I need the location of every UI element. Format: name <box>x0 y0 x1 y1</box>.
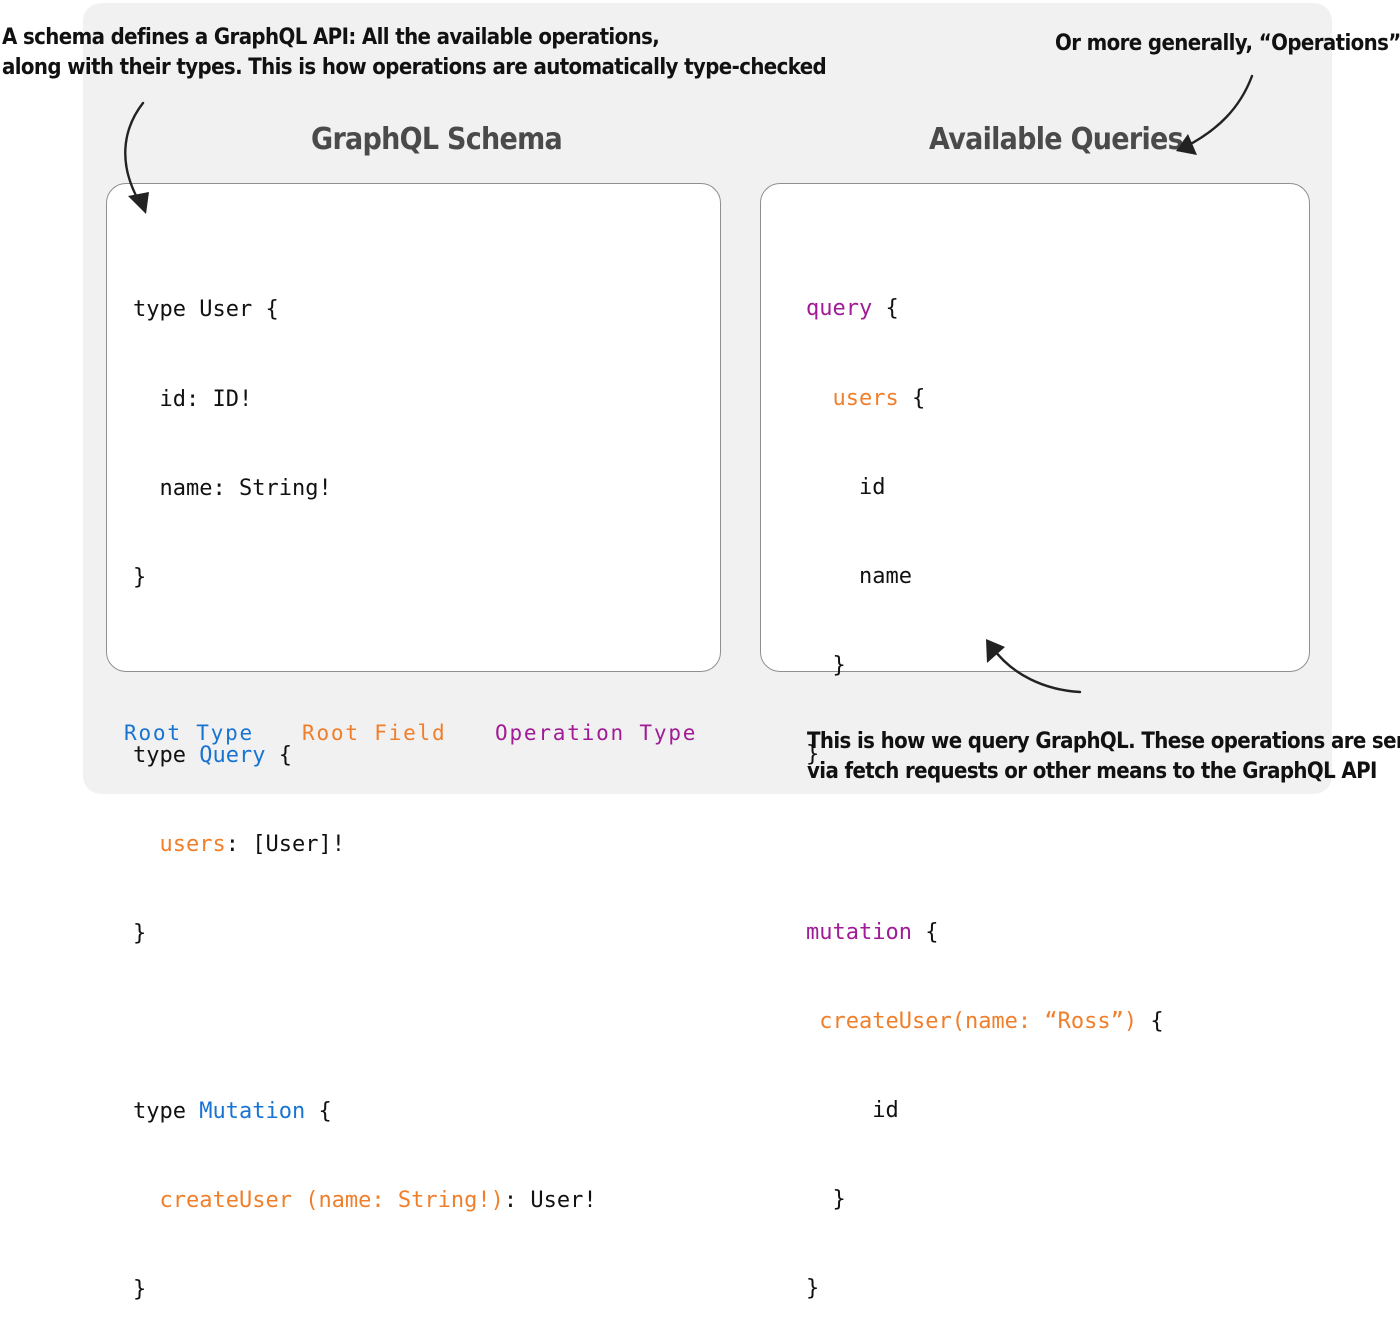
query-arrow-line <box>990 645 1082 694</box>
selected-field-id: id <box>858 474 886 500</box>
code-line: } <box>806 1185 1164 1215</box>
brace: { <box>885 296 899 322</box>
code-line: id: ID! <box>133 385 597 415</box>
field-type: : User! <box>503 1188 597 1214</box>
brace: { <box>1150 1009 1164 1035</box>
arrow-head-icon <box>986 639 1005 663</box>
schema-code-box <box>106 183 721 672</box>
code-line: query { <box>806 294 1164 324</box>
schema-annotation-line-1: A schema defines a GraphQL API: All the … <box>2 24 660 50</box>
operation-type-mutation: mutation <box>806 920 912 946</box>
code-line: createUser(name: “Ross”) { <box>806 1007 1164 1037</box>
brace: { <box>925 920 939 946</box>
code-line <box>133 1008 597 1038</box>
schema-heading: GraphQL Schema <box>311 122 563 157</box>
code-line: type User { <box>133 295 597 325</box>
root-type-mutation: Mutation <box>199 1099 306 1125</box>
arrow-head-icon <box>1176 134 1197 155</box>
brace: } <box>832 1187 846 1213</box>
code-line: } <box>806 651 1164 681</box>
brace: } <box>133 564 147 590</box>
type-keyword: type <box>133 1099 186 1125</box>
queries-heading: Available Queries <box>929 122 1184 157</box>
root-field-users: users <box>832 385 899 411</box>
brace: { <box>265 297 279 323</box>
selected-field-name: name <box>858 563 912 589</box>
code-line: } <box>133 919 597 949</box>
brace: } <box>806 1276 820 1302</box>
brace: { <box>911 385 926 411</box>
code-line: users { <box>806 384 1164 414</box>
operations-arrow-line <box>1183 74 1254 149</box>
root-field-create-user: createUser(name: “Ross”) <box>819 1009 1138 1035</box>
type-name: User <box>199 297 253 323</box>
arrow-head-icon <box>128 192 149 214</box>
code-line: mutation { <box>806 918 1164 948</box>
code-line: type Mutation { <box>133 1097 597 1127</box>
code-line: users: [User]! <box>133 830 597 860</box>
brace: } <box>133 1277 147 1303</box>
code-line: name: String! <box>133 474 597 504</box>
root-field-create-user: createUser (name: String!) <box>159 1188 504 1214</box>
field-name: name: String! <box>159 475 332 501</box>
code-line: type Query { <box>133 741 597 771</box>
root-type-query: Query <box>199 742 266 768</box>
brace: { <box>278 742 292 768</box>
code-line: } <box>806 740 1164 770</box>
legend-operation-type: Operation Type <box>495 721 698 745</box>
brace: } <box>133 921 147 947</box>
code-line: id <box>806 1096 1164 1126</box>
code-line: } <box>806 1274 1164 1304</box>
field-id: id: ID! <box>159 386 253 412</box>
type-keyword: type <box>133 742 186 768</box>
query-annotation-line-1: This is how we query GraphQL. These oper… <box>807 728 1400 754</box>
brace: } <box>832 652 846 678</box>
type-keyword: type <box>133 297 186 323</box>
query-annotation-line-2: via fetch requests or other means to the… <box>807 758 1377 784</box>
code-line: name <box>806 562 1164 592</box>
root-field-users: users <box>159 831 226 857</box>
legend-root-type: Root Type <box>124 721 254 745</box>
brace: } <box>806 741 820 767</box>
code-line: } <box>133 1275 597 1305</box>
schema-arrow-line <box>124 101 145 205</box>
code-line: id <box>806 473 1164 503</box>
brace: { <box>318 1099 332 1125</box>
schema-annotation-line-2: along with their types. This is how oper… <box>2 54 827 80</box>
code-line: createUser (name: String!): User! <box>133 1186 597 1216</box>
selected-field-id: id <box>872 1098 899 1124</box>
query-annotation: This is how we query GraphQL. These oper… <box>807 726 1400 786</box>
operation-type-query: query <box>806 296 873 322</box>
schema-annotation: A schema defines a GraphQL API: All the … <box>2 22 827 82</box>
field-type: : [User]! <box>225 831 345 857</box>
operations-annotation: Or more generally, “Operations” <box>1055 30 1400 56</box>
annotation-arrows <box>124 74 1254 694</box>
legend-root-field: Root Field <box>302 721 447 745</box>
code-line: } <box>133 563 597 593</box>
code-line <box>806 829 1164 859</box>
queries-code-box <box>760 183 1310 672</box>
